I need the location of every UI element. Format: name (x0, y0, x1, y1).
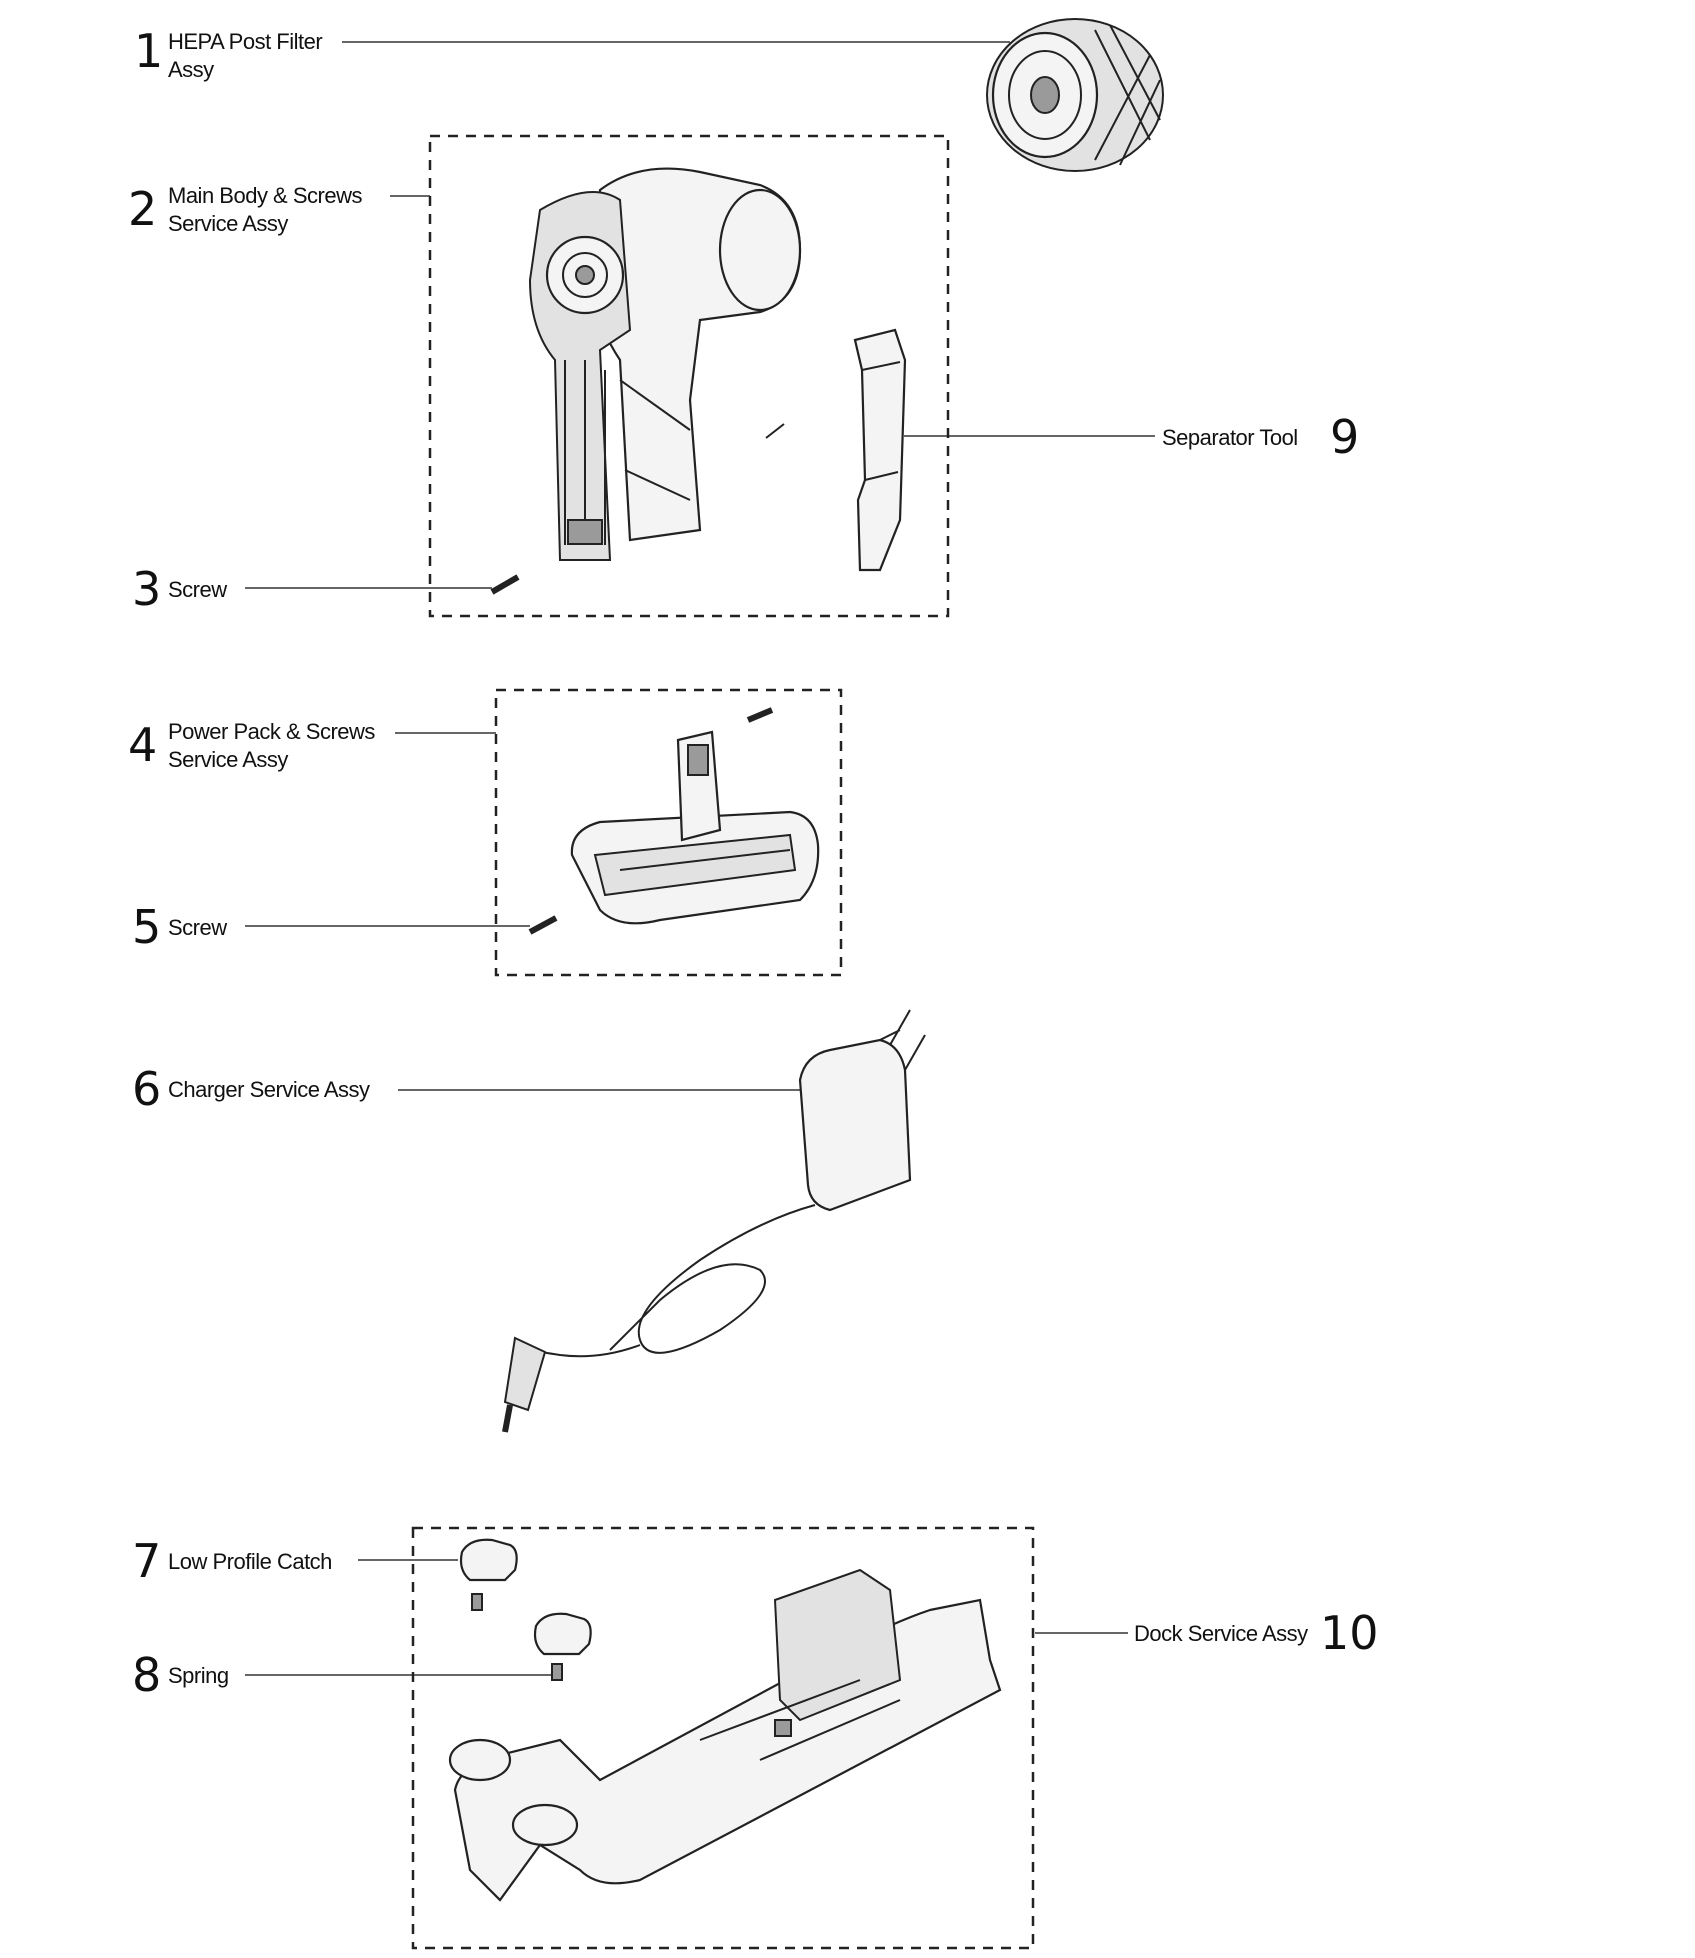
part-name: Low Profile Catch (168, 1549, 332, 1574)
power-pack-screw-top (746, 707, 774, 723)
power-pack-drawing (570, 730, 820, 925)
part-name: Screw (168, 577, 227, 602)
part-number: 6 (132, 1062, 162, 1116)
body-screw (765, 423, 785, 439)
part-name: Separator Tool (1162, 425, 1298, 450)
part-name: Screw (168, 915, 227, 940)
hepa-post-filter-drawing (986, 18, 1164, 172)
part-name-line2: Service Assy (168, 211, 288, 236)
part-number: 7 (132, 1534, 162, 1588)
part-number: 5 (132, 900, 162, 954)
part-name: Main Body & Screws (168, 183, 362, 208)
part-number: 10 (1320, 1606, 1379, 1660)
part-name: Dock Service Assy (1134, 1621, 1308, 1646)
part-name: Spring (168, 1663, 229, 1688)
main-body-service-box (428, 134, 950, 618)
part-number: 1 (134, 24, 164, 78)
main-body-drawing (528, 167, 802, 561)
part-number: 2 (128, 182, 158, 236)
part-name: HEPA Post Filter (168, 29, 323, 54)
part-number: 4 (128, 718, 158, 772)
screw-5-drawing (528, 915, 558, 935)
screw-3-drawing (490, 574, 520, 595)
separator-tool-drawing (853, 328, 907, 572)
dock-drawing (448, 1568, 1002, 1902)
part-number: 3 (132, 562, 162, 616)
power-pack-service-box (494, 688, 843, 977)
part-name-line2: Assy (168, 57, 214, 82)
dock-service-box (411, 1526, 1035, 1950)
spring-drawing (533, 1612, 592, 1681)
part-name-line2: Service Assy (168, 747, 288, 772)
part-number: 9 (1330, 410, 1360, 464)
part-number: 8 (132, 1648, 162, 1702)
charger-drawing (502, 1009, 926, 1433)
part-name: Power Pack & Screws (168, 719, 375, 744)
low-profile-catch-drawing (459, 1538, 518, 1611)
part-name: Charger Service Assy (168, 1077, 370, 1102)
